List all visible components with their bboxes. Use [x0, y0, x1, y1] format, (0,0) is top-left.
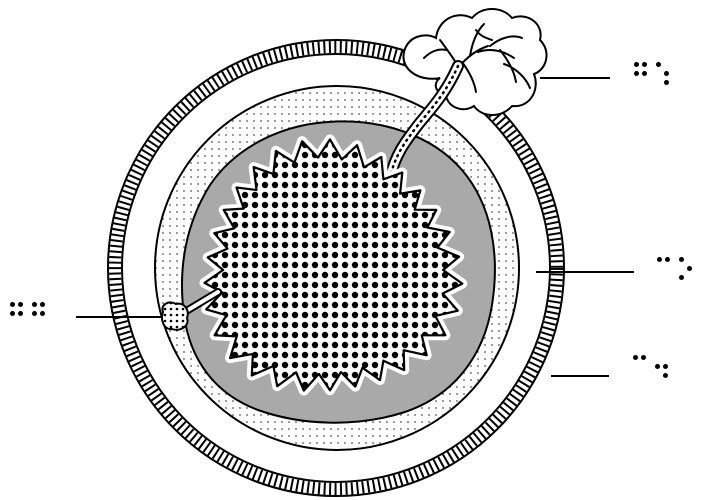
braille-dot [40, 311, 45, 316]
braille-dot [657, 257, 662, 262]
braille-cell [634, 62, 654, 90]
braille-dot [663, 364, 668, 369]
braille-dot [10, 302, 15, 307]
braille-dot [18, 302, 23, 307]
braille-dot [642, 62, 647, 67]
braille-dot [656, 62, 661, 67]
braille-dot [663, 373, 668, 378]
braille-dot [40, 302, 45, 307]
braille-dot [664, 71, 669, 76]
braille-dot [32, 302, 37, 307]
braille-dot [18, 311, 23, 316]
braille-dot [10, 311, 15, 316]
braille-dot [633, 355, 638, 360]
braille-dot [679, 257, 684, 262]
braille-cell [32, 302, 52, 330]
braille-cell [655, 355, 675, 383]
bead [162, 302, 188, 329]
braille-dot [641, 355, 646, 360]
braille-dot [32, 311, 37, 316]
braille-dot [664, 80, 669, 85]
braille-cell [679, 257, 699, 285]
braille-dot [642, 71, 647, 76]
braille-dot [634, 62, 639, 67]
braille-dot [655, 364, 660, 369]
braille-cell [633, 355, 653, 383]
braille-cell [656, 62, 676, 90]
braille-dot [665, 257, 670, 262]
braille-dot [679, 275, 684, 280]
braille-cell [10, 302, 30, 330]
braille-dot [634, 71, 639, 76]
braille-dot [687, 266, 692, 271]
braille-cell [657, 257, 677, 285]
